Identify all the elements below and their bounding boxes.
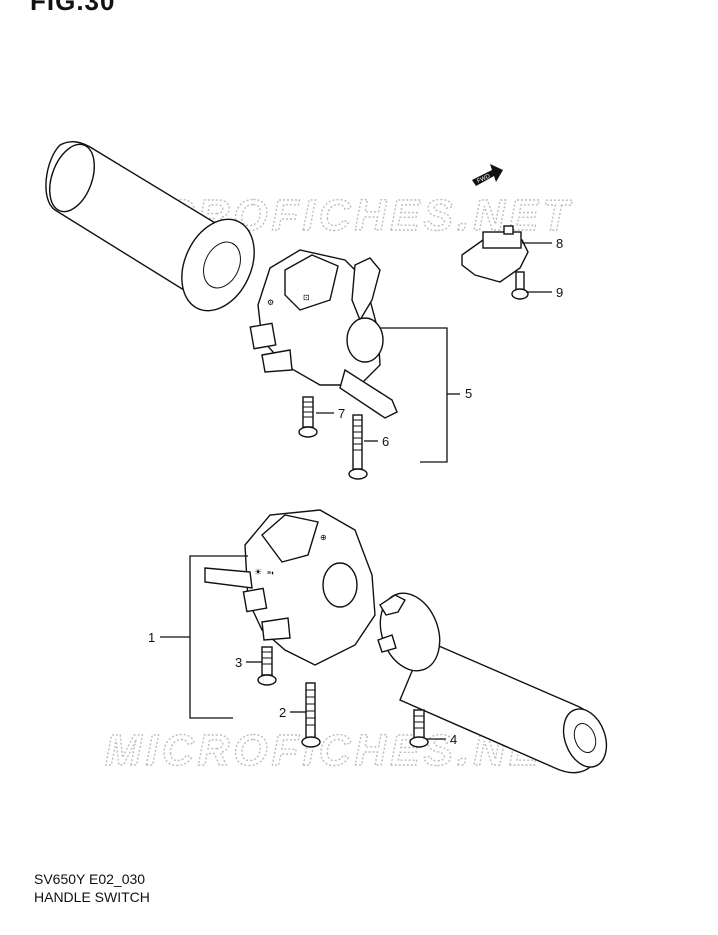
screw-3	[257, 646, 277, 686]
diagram-name: HANDLE SWITCH	[34, 889, 150, 905]
callout-3: 3	[235, 655, 242, 670]
svg-text:⚙: ⚙	[267, 298, 274, 307]
model-code: SV650Y E02_030	[34, 871, 146, 887]
screw-4	[409, 709, 429, 748]
callout-2: 2	[279, 705, 286, 720]
svg-text:FWD: FWD	[476, 173, 492, 184]
right-switch-housing: ☀ ≡◐ ⊕	[204, 509, 376, 666]
figure-title: FIG.30	[30, 0, 116, 16]
left-handlebar-grip	[45, 141, 255, 312]
callout-8: 8	[556, 236, 563, 251]
leader-lines	[160, 242, 552, 740]
svg-text:☀: ☀	[254, 567, 262, 577]
svg-text:≡◐: ≡◐	[267, 570, 275, 577]
callout-6: 6	[382, 434, 389, 449]
fwd-arrow: FWD	[472, 164, 503, 186]
clutch-switch-8	[461, 225, 529, 283]
svg-text:⊕: ⊕	[320, 533, 327, 542]
screw-9	[511, 271, 529, 300]
bolt-7	[298, 396, 318, 438]
left-switch-housing: ⚙ ⊡	[249, 249, 398, 419]
callout-9: 9	[556, 285, 563, 300]
screw-6	[348, 414, 368, 480]
callout-1: 1	[148, 630, 155, 645]
callout-5: 5	[465, 386, 472, 401]
callout-4: 4	[450, 732, 457, 747]
right-handlebar-grip	[377, 592, 608, 774]
screw-2	[301, 682, 321, 748]
svg-text:⊡: ⊡	[303, 293, 310, 302]
callout-7: 7	[338, 406, 345, 421]
